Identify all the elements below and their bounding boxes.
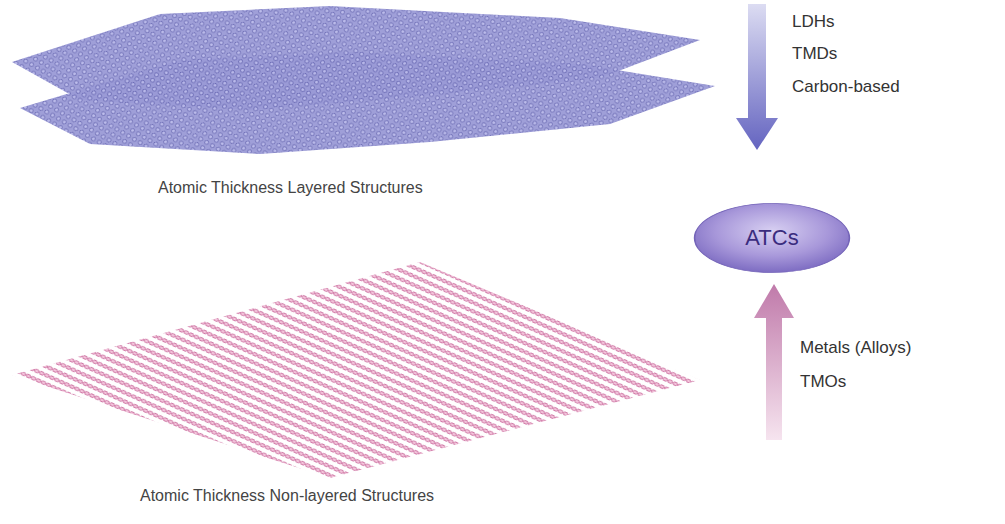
caption-text: Atomic Thickness Layered Structures	[158, 178, 423, 197]
non-layered-sheet	[12, 262, 700, 478]
node-text: ATCs	[745, 225, 798, 251]
material-label: TMDs	[792, 44, 837, 64]
material-label: Carbon-based	[792, 77, 900, 97]
ellipse-node: ATCs	[693, 202, 851, 274]
down-arrow	[736, 4, 778, 150]
caption-text: Atomic Thickness Non-layered Structures	[140, 486, 434, 505]
material-label: LDHs	[792, 12, 835, 32]
material-label: TMOs	[800, 372, 846, 392]
layered-sheets	[12, 6, 715, 154]
up-arrow	[754, 284, 794, 440]
material-label: Metals (Alloys)	[800, 338, 911, 358]
